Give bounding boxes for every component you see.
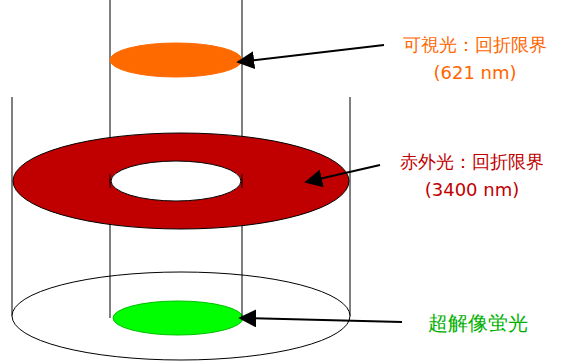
inner-cylinder-wall — [242, 174, 243, 188]
visible-spot — [110, 43, 242, 77]
infrared-ring — [13, 133, 349, 229]
outer-cylinder-wall — [12, 97, 13, 316]
outer-cylinder-wall — [350, 97, 351, 316]
fluorescence-spot — [113, 301, 243, 335]
cylinder-base — [12, 272, 350, 360]
inner-cylinder-wall — [110, 174, 111, 188]
leader-arrow — [240, 318, 402, 322]
callout-label: (621 nm) — [433, 62, 516, 84]
callout-label: 超解像蛍光 — [428, 311, 528, 335]
callout-label: 赤外光：回折限界 — [400, 151, 544, 173]
leader-arrow — [238, 45, 384, 62]
leader-arrow — [306, 165, 380, 182]
callout-label: (3400 nm) — [425, 179, 520, 201]
callout-label: 可視光：回折限界 — [403, 34, 547, 56]
